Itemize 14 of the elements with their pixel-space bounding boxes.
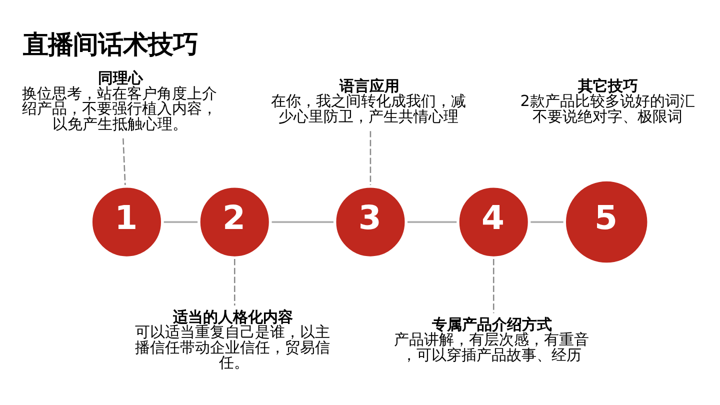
node-text: 同理心 换位思考，站在客户角度上介绍产品，不要强行植入内容，以免产生抵触心理。 bbox=[22, 68, 217, 132]
node-text: 语言应用 在你，我之间转化成我们，减少心里防卫，产生共情心理 bbox=[270, 76, 466, 125]
diagram-title: 直播间话术技巧 bbox=[23, 28, 198, 59]
node-text: 适当的人格化内容 可以适当重复自己是谁，以主播信任带动企业信任，贸易信任。 bbox=[134, 307, 330, 372]
connector bbox=[272, 220, 334, 222]
connector bbox=[234, 258, 236, 305]
connector bbox=[164, 220, 198, 222]
node-text: 其它技巧 2款产品比较多说好的词汇 不要说绝对字、极限词 bbox=[520, 76, 695, 125]
connector bbox=[122, 138, 126, 185]
connector bbox=[530, 220, 564, 222]
connector bbox=[492, 258, 494, 313]
connector bbox=[408, 220, 457, 222]
node-text: 专属产品介绍方式 产品讲解，有层次感，有重音，可以穿插产品故事、经历 bbox=[394, 314, 589, 364]
connector bbox=[370, 130, 372, 184]
